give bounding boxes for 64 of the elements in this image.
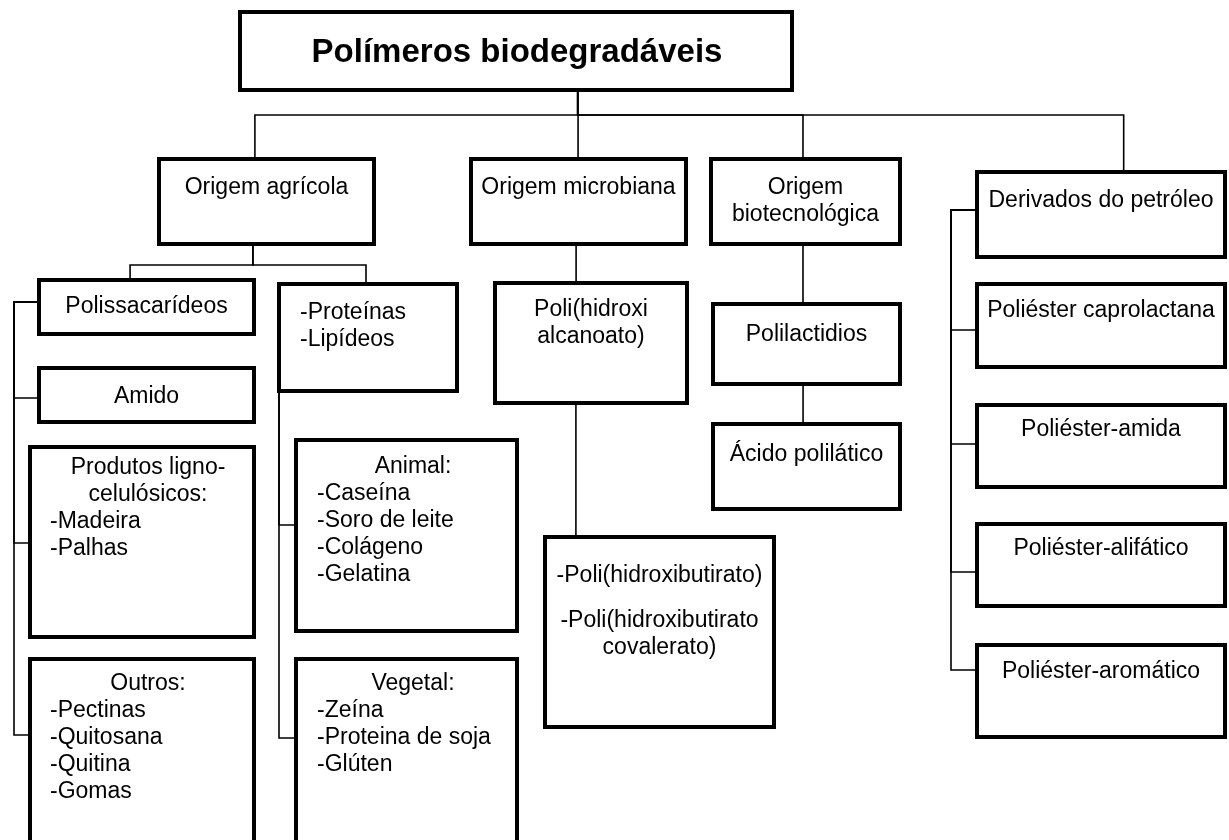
category-box [975, 403, 1227, 489]
box-label: -Lipídeos [300, 324, 396, 352]
box-label: Ácido polilático [728, 440, 885, 467]
box-label: -Caseína [317, 478, 412, 506]
box-label: -Quitosana [50, 722, 164, 750]
box-label: -Glúten [317, 749, 394, 777]
box-label: Poli(hidroxi alcanoato) [533, 295, 649, 349]
connector-line [575, 245, 577, 282]
connector-line [950, 209, 976, 671]
category-box [294, 438, 519, 633]
connector-line [13, 301, 38, 736]
box-label: -Pectinas [50, 695, 147, 723]
category-box [277, 282, 459, 393]
category-box [975, 282, 1227, 369]
category-box [975, 522, 1227, 608]
category-box [493, 281, 689, 405]
category-box [709, 157, 902, 246]
box-label: -Gelatina [317, 559, 412, 587]
box-label: Polissacarídeos [64, 292, 229, 319]
box-label: -Madeira [50, 506, 142, 534]
category-box [711, 422, 902, 511]
title-text: Polímeros biodegradáveis [310, 31, 724, 71]
title-box [238, 10, 794, 92]
category-box [711, 302, 902, 386]
box-label: Polilactidios [744, 320, 869, 347]
box-label: Poliéster-amida [1020, 415, 1182, 442]
category-box [37, 278, 256, 336]
box-label: -Poli(hidroxibutirato covalerato) [559, 605, 760, 660]
category-box [157, 157, 376, 246]
box-label: -Gomas [50, 776, 133, 804]
box-label: -Quitina [50, 749, 132, 777]
box-label: Origem microbiana [480, 173, 677, 200]
box-label: -Proteina de soja [317, 722, 492, 750]
box-label: -Poli(hidroxibutirato) [555, 561, 764, 588]
connector-line [576, 91, 1125, 171]
connector-line [802, 245, 804, 303]
connector-line [278, 392, 295, 739]
category-box [28, 445, 256, 639]
box-label: Poliéster-aromático [1000, 657, 1202, 684]
category-box [975, 643, 1227, 739]
box-label: Animal: [373, 452, 453, 479]
box-label: Poliéster caprolactana [986, 296, 1216, 323]
box-label: Origem agrícola [183, 173, 350, 200]
box-label: Derivados do petróleo [987, 186, 1215, 213]
category-box [28, 657, 256, 840]
category-box [975, 170, 1227, 259]
connector-line [575, 404, 577, 536]
connector-line [802, 385, 804, 423]
box-label: Outros: [109, 669, 187, 696]
category-box [294, 657, 519, 840]
box-label: Amido [112, 382, 181, 409]
box-label: -Proteínas [300, 298, 408, 325]
box-label: Origem biotecnológica [730, 173, 881, 227]
box-label: -Colágeno [317, 532, 425, 560]
category-box [37, 366, 256, 424]
connector-line [252, 245, 367, 283]
box-label: -Soro de leite [317, 505, 455, 533]
box-label: -Palhas [50, 533, 129, 561]
box-label: Vegetal: [370, 669, 456, 696]
category-box [469, 157, 688, 246]
box-label: Produtos ligno-celulósicos: [69, 453, 227, 507]
box-label: Poliéster-alifático [1012, 534, 1190, 561]
category-box [543, 535, 776, 729]
box-label: -Zeína [317, 695, 385, 723]
